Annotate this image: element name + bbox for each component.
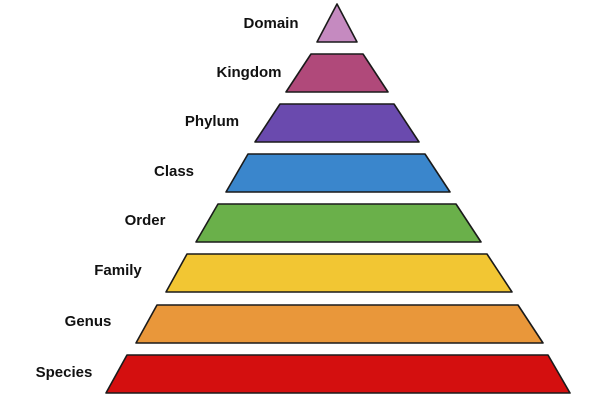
level-label-species: Species xyxy=(36,364,93,381)
level-label-domain: Domain xyxy=(243,15,298,32)
level-label-order: Order xyxy=(125,212,166,229)
level-order: Order xyxy=(125,203,482,243)
level-domain: Domain xyxy=(243,3,358,43)
level-label-class: Class xyxy=(154,163,194,180)
level-label-genus: Genus xyxy=(65,313,112,330)
level-label-kingdom: Kingdom xyxy=(217,64,282,81)
level-label-phylum: Phylum xyxy=(185,113,239,130)
level-shape-class xyxy=(225,153,451,193)
level-shape-species xyxy=(105,354,571,394)
level-shape-phylum xyxy=(254,103,420,143)
level-shape-genus xyxy=(135,304,544,344)
level-family: Family xyxy=(94,253,513,293)
level-label-family: Family xyxy=(94,262,142,279)
level-shape-order xyxy=(195,203,482,243)
level-class: Class xyxy=(154,153,451,193)
level-species: Species xyxy=(36,354,571,394)
level-kingdom: Kingdom xyxy=(217,53,389,93)
level-phylum: Phylum xyxy=(185,103,420,143)
level-shape-kingdom xyxy=(285,53,389,93)
level-shape-domain xyxy=(316,3,358,43)
level-shape-family xyxy=(165,253,513,293)
level-genus: Genus xyxy=(65,304,544,344)
